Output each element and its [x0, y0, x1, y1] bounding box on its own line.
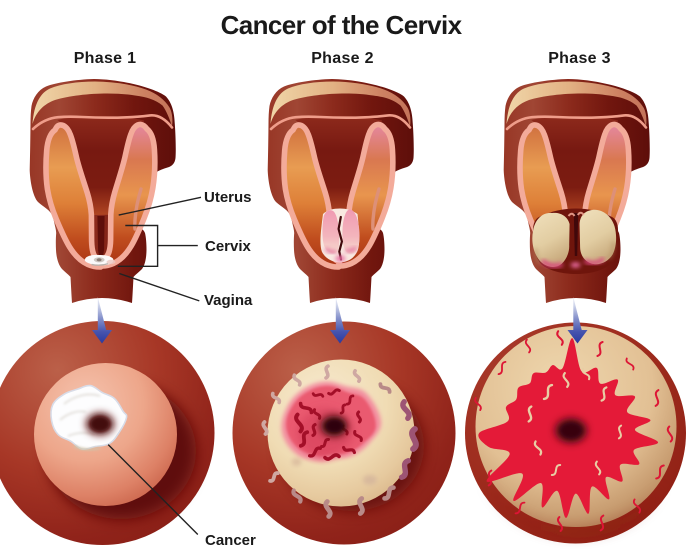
svg-text:Phase 1: Phase 1: [74, 50, 137, 67]
svg-text:Cervix: Cervix: [205, 238, 252, 255]
svg-text:Phase 3: Phase 3: [548, 50, 611, 67]
svg-text:Cancer of the Cervix: Cancer of the Cervix: [221, 10, 463, 40]
svg-text:Phase 2: Phase 2: [311, 50, 374, 67]
svg-text:Uterus: Uterus: [204, 189, 252, 206]
svg-text:Cancer: Cancer: [205, 532, 256, 549]
svg-text:Vagina: Vagina: [204, 292, 253, 309]
